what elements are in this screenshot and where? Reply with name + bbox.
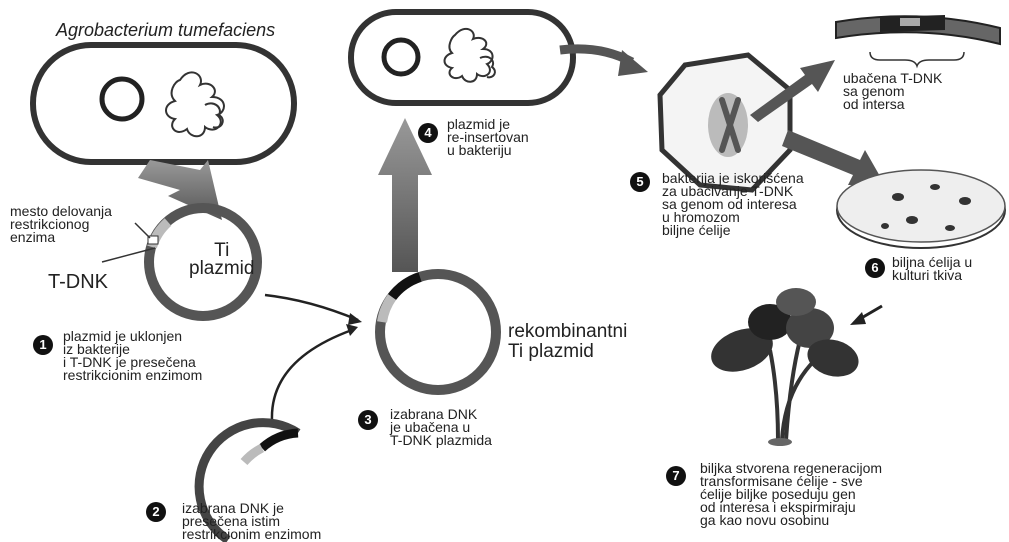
petri-dish bbox=[837, 170, 1005, 248]
plant bbox=[705, 288, 863, 446]
step-3-text: izabrana DNK je ubačena u T-DNK plazmida bbox=[390, 408, 492, 447]
step-5-number: 5 bbox=[630, 172, 650, 192]
step-5-text: bakterija je iskorišćena za ubacivanje T… bbox=[662, 172, 804, 237]
step-7-number: 7 bbox=[666, 466, 686, 486]
step-6-number: 6 bbox=[865, 258, 885, 278]
recombinant-plasmid bbox=[380, 274, 496, 390]
label-restriction-site: mesto delovanja restrikcionog enzima bbox=[10, 205, 112, 244]
step-4-text: plazmid je re-insertovan u bakteriju bbox=[447, 118, 529, 157]
step-4-number: 4 bbox=[418, 123, 438, 143]
step-6-text: biljna ćelija u kulturi tkiva bbox=[892, 256, 972, 282]
label-recombinant-plasmid: rekombinantni Ti plazmid bbox=[508, 322, 627, 362]
step-2-number: 2 bbox=[146, 502, 166, 522]
label-tdna: T-DNK bbox=[48, 272, 108, 292]
step-7-text: biljka stvorena regeneracijom transformi… bbox=[700, 462, 882, 527]
chromosome-strip bbox=[836, 15, 1000, 66]
step-2-text: izabrana DNK je presečena istim restrikc… bbox=[182, 502, 321, 541]
bacterium-1 bbox=[33, 45, 294, 162]
step-1-number: 1 bbox=[33, 335, 53, 355]
step-3-number: 3 bbox=[358, 410, 378, 430]
step-1-text: plazmid je uklonjen iz bakterije i T-DNK… bbox=[63, 330, 202, 382]
arrow-dna-to-recombinant bbox=[272, 330, 352, 420]
label-ti-plasmid: Ti plazmid bbox=[189, 242, 254, 278]
bacterium-2 bbox=[351, 12, 573, 103]
label-inserted-tdna: ubačena T-DNK sa genom od intersa bbox=[843, 72, 942, 111]
diagram-title: Agrobacterium tumefaciens bbox=[56, 20, 275, 40]
arrow-plasmid-to-recombinant bbox=[265, 295, 358, 320]
